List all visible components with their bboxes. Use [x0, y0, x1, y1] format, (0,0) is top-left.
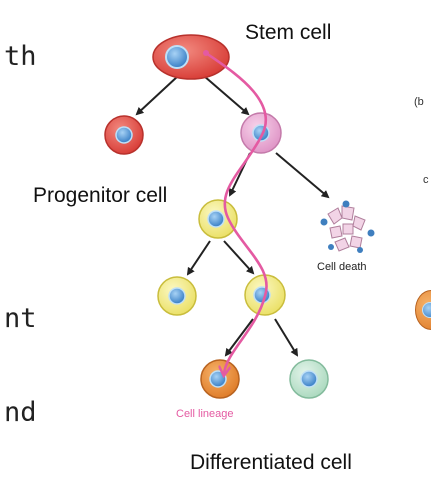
arrow-yellow-to-green — [274, 318, 299, 357]
cell-lineage-path — [205, 51, 268, 374]
arrow-stem-to-stem — [135, 75, 179, 116]
stem-cell-self-renewed — [104, 115, 144, 155]
progenitor-cell — [240, 112, 282, 154]
differentiated-cell-label: Differentiated cell — [190, 451, 352, 474]
progenitor-cell-label: Progenitor cell — [33, 184, 168, 207]
left-text-fragment-1: th — [4, 41, 37, 72]
arrow-stem-to-progenitor — [203, 75, 250, 116]
arrow-yellow-to-orange — [224, 318, 254, 357]
left-text-fragment-3: nd — [4, 397, 37, 428]
stem-cell-top — [152, 34, 230, 80]
right-text-fragment-1: (b — [414, 96, 424, 108]
left-text-fragment-2: nt — [4, 303, 37, 334]
arrow-yellow-to-yellow-left — [186, 240, 211, 276]
cell-death-label: Cell death — [317, 261, 367, 273]
arrow-progenitor-to-death — [275, 152, 330, 199]
cell-death-icon — [320, 200, 375, 253]
cell-lineage-label: Cell lineage — [176, 408, 234, 420]
arrow-yellow-to-yellow-right — [223, 240, 255, 275]
right-text-fragment-2: c — [423, 174, 429, 186]
committed-cell-left — [157, 276, 197, 316]
committed-cell — [198, 199, 238, 239]
differentiated-cell-green — [289, 359, 329, 399]
differentiated-cell-orange — [200, 359, 240, 399]
stem-cell-label: Stem cell — [245, 21, 332, 44]
